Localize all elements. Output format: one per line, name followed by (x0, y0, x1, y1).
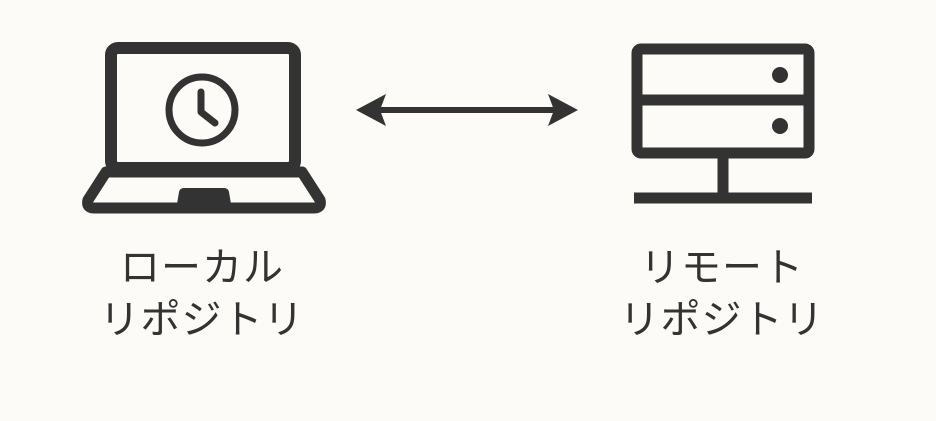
local-repository-label: ローカル リポジトリ (72, 242, 332, 346)
laptop-clock-icon (82, 42, 326, 214)
clock-icon (165, 73, 239, 147)
remote-label-line1: リモート (640, 245, 804, 291)
bidirectional-arrow-icon (356, 94, 578, 126)
laptop-notch (176, 188, 232, 210)
remote-repository-label: リモート リポジトリ (592, 242, 852, 346)
laptop-base (82, 166, 326, 214)
local-label-line2: リポジトリ (99, 297, 305, 343)
server-led-bottom (772, 118, 788, 134)
local-label-line1: ローカル (120, 245, 284, 291)
server-icon (631, 43, 815, 204)
remote-label-line2: リポジトリ (619, 297, 825, 343)
server-led-top (772, 67, 788, 83)
